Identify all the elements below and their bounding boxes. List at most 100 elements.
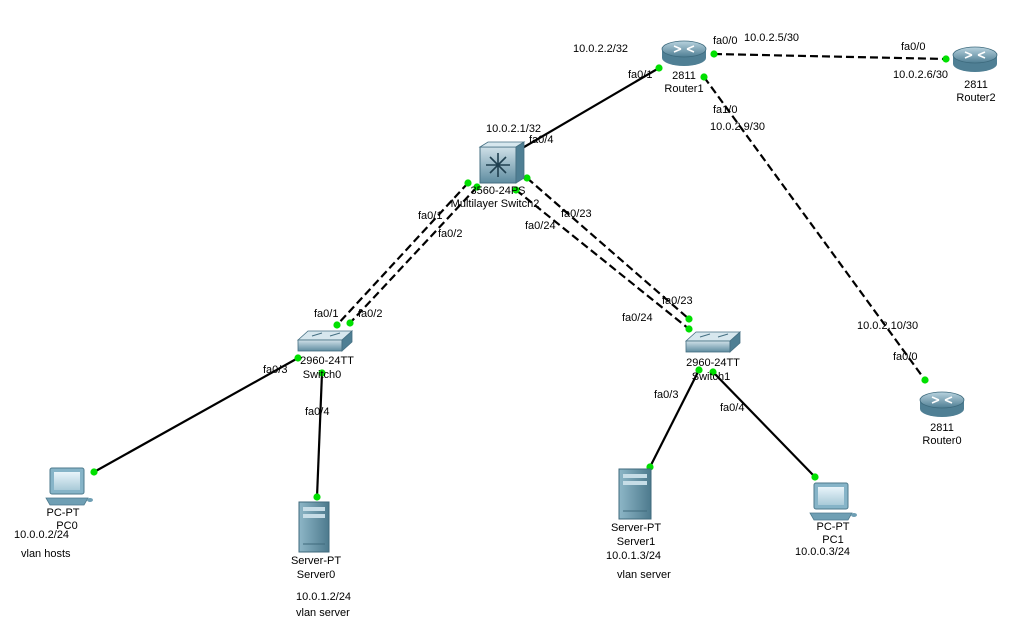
mls2-fa02-label: fa0/2 xyxy=(438,228,462,240)
router1-fa00-ip-label: 10.0.2.5/30 xyxy=(744,32,799,44)
port-dot xyxy=(685,315,693,323)
switch1-fa04-label: fa0/4 xyxy=(720,402,744,414)
link-switch0-server0[interactable] xyxy=(315,372,324,498)
link-switch1-pc1[interactable] xyxy=(712,371,816,478)
port-dot xyxy=(709,368,717,376)
pc-icon xyxy=(809,482,857,521)
port-dot xyxy=(685,325,693,333)
device-name: Switch1 xyxy=(692,371,731,383)
port-dot xyxy=(333,321,341,329)
device-model: Server-PT xyxy=(291,555,341,567)
device-name: PC1 xyxy=(822,534,843,546)
router1-ip-label: 10.0.2.2/32 xyxy=(573,43,628,55)
mls2-fa023-label: fa0/23 xyxy=(561,208,592,220)
switch1-fa023-label: fa0/23 xyxy=(662,295,693,307)
port-dot xyxy=(512,186,520,194)
pc1-ip-label: 10.0.0.3/24 xyxy=(795,546,850,558)
link-mls2-switch0-a[interactable] xyxy=(336,182,469,326)
router1-fa10-label: fa1/0 xyxy=(713,104,737,116)
device-server0[interactable]: Server-PT Server0 xyxy=(291,501,341,581)
device-model: 2960-24TT xyxy=(300,355,354,367)
device-name: PC0 xyxy=(56,520,77,532)
multilayer-switch-icon xyxy=(478,141,526,184)
router-icon xyxy=(952,46,998,72)
server0-ip-label: 10.0.1.2/24 xyxy=(296,591,351,603)
link-mls2-switch0-b[interactable] xyxy=(349,186,478,324)
device-model: 3560-24PS xyxy=(470,185,525,197)
server-icon xyxy=(618,468,652,520)
port-dot xyxy=(313,493,321,501)
pc0-ip-label: 10.0.0.2/24 xyxy=(14,529,69,541)
port-dot xyxy=(921,376,929,384)
switch1-fa03-label: fa0/3 xyxy=(654,389,678,401)
device-model: 2811 xyxy=(672,70,696,82)
device-model: PC-PT xyxy=(817,521,850,533)
device-name: Server0 xyxy=(297,569,336,581)
device-router2[interactable]: 2811 Router2 xyxy=(952,46,998,104)
device-name: Multilayer Switch2 xyxy=(451,198,540,210)
link-mls2-switch1-b[interactable] xyxy=(515,189,690,330)
device-model: 2960-24TT xyxy=(686,357,740,369)
device-router1[interactable]: 2811 Router1 xyxy=(661,40,707,95)
device-model: 2811 xyxy=(930,422,954,434)
mls2-ip-label: 10.0.2.1/32 xyxy=(486,123,541,135)
device-model: 2811 xyxy=(964,79,988,91)
port-dot xyxy=(700,73,708,81)
link-router1-router2[interactable] xyxy=(713,52,947,61)
port-dot xyxy=(695,366,703,374)
link-switch1-server1[interactable] xyxy=(649,369,700,468)
switch0-fa02-label: fa0/2 xyxy=(358,308,382,320)
port-dot xyxy=(811,473,819,481)
device-switch0[interactable]: 2960-24TT Switch0 xyxy=(296,330,354,381)
device-name: Router0 xyxy=(922,435,961,447)
mls2-fa024-label: fa0/24 xyxy=(525,220,556,232)
device-name: Switch0 xyxy=(303,369,342,381)
port-dot xyxy=(346,319,354,327)
server1-vlan-label: vlan server xyxy=(617,569,671,581)
device-router0[interactable]: 2811 Router0 xyxy=(919,391,965,447)
link-switch0-pc0[interactable] xyxy=(93,357,299,473)
device-server1[interactable]: Server-PT Server1 xyxy=(611,468,661,548)
port-dot xyxy=(90,468,98,476)
router2-fa00-label: fa0/0 xyxy=(901,41,925,53)
port-dot xyxy=(318,369,326,377)
switch0-fa03-label: fa0/3 xyxy=(263,364,287,376)
switch0-fa01-label: fa0/1 xyxy=(314,308,338,320)
device-name: Router2 xyxy=(956,92,995,104)
router-icon xyxy=(661,40,707,66)
router0-fa00-label: fa0/0 xyxy=(893,351,917,363)
device-model: Server-PT xyxy=(611,522,661,534)
switch-icon xyxy=(684,331,742,353)
device-multilayer-switch2[interactable]: 3560-24PS Multilayer Switch2 xyxy=(451,141,540,210)
link-router1-mls2[interactable] xyxy=(518,67,660,151)
server0-vlan-label: vlan server xyxy=(296,607,350,619)
switch1-fa024-label: fa0/24 xyxy=(622,312,653,324)
switch0-fa04-label: fa0/4 xyxy=(305,406,329,418)
mls2-fa04-label: fa0/4 xyxy=(529,134,553,146)
pc-icon xyxy=(45,467,93,506)
mls2-fa01-label: fa0/1 xyxy=(418,210,442,222)
link-router1-router0[interactable] xyxy=(703,76,926,381)
switch-icon xyxy=(296,330,354,352)
router1-fa10-ip-label: 10.0.2.9/30 xyxy=(710,121,765,133)
router1-fa01-label: fa0/1 xyxy=(628,69,652,81)
server1-ip-label: 10.0.1.3/24 xyxy=(606,550,661,562)
router1-fa00-label: fa0/0 xyxy=(713,35,737,47)
router2-ip-label: 10.0.2.6/30 xyxy=(893,69,948,81)
port-dot xyxy=(942,55,950,63)
port-dot xyxy=(294,354,302,362)
device-pc1[interactable]: PC-PT PC1 xyxy=(809,482,857,546)
device-name: Server1 xyxy=(617,536,656,548)
device-model: PC-PT xyxy=(47,507,80,519)
port-dot xyxy=(464,179,472,187)
server-icon xyxy=(298,501,330,553)
port-dot xyxy=(655,64,663,72)
router-icon xyxy=(919,391,965,417)
device-pc0[interactable]: PC-PT PC0 xyxy=(45,467,93,532)
port-dot xyxy=(473,183,481,191)
port-dot xyxy=(710,50,718,58)
router0-ip-label: 10.0.2.10/30 xyxy=(857,320,918,332)
device-name: Router1 xyxy=(664,83,703,95)
device-switch1[interactable]: 2960-24TT Switch1 xyxy=(684,331,742,383)
